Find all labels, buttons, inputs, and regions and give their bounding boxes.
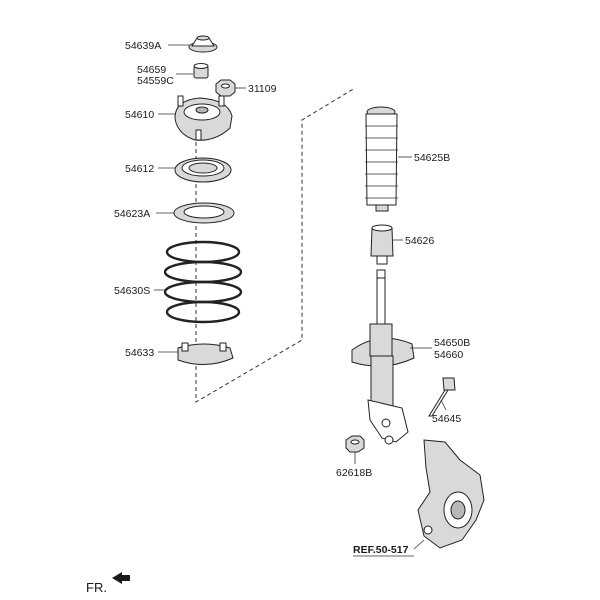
part-54625B-dust-boot bbox=[365, 106, 412, 212]
part-54630S-coil-spring bbox=[154, 240, 243, 324]
label-54612: 54612 bbox=[125, 163, 154, 175]
label-62618B: 62618B bbox=[336, 467, 372, 479]
label-54630S: 54630S bbox=[114, 285, 150, 297]
part-31109-nut bbox=[215, 79, 246, 97]
assembly-dashed-outline bbox=[195, 87, 356, 403]
part-54633-spring-seat bbox=[158, 342, 234, 365]
part-54659-nut bbox=[176, 63, 209, 79]
label-front: FR. bbox=[86, 580, 107, 595]
part-54626-bump-stopper bbox=[370, 224, 403, 265]
label-54633: 54633 bbox=[125, 347, 154, 359]
label-54639A: 54639A bbox=[125, 40, 161, 52]
label-54623A: 54623A bbox=[114, 208, 150, 220]
label-54660: 54660 bbox=[434, 349, 463, 361]
label-54610: 54610 bbox=[125, 109, 154, 121]
label-54559C: 54559C bbox=[137, 75, 174, 87]
label-54659: 54659 bbox=[137, 64, 166, 76]
part-62618B-nut bbox=[345, 435, 365, 464]
label-ref-50-517: REF.50-517 bbox=[353, 544, 409, 556]
steering-knuckle bbox=[413, 439, 485, 550]
front-arrow-icon bbox=[112, 572, 130, 584]
part-54612-bearing bbox=[158, 157, 232, 183]
part-54650B-strut bbox=[351, 269, 432, 445]
label-54625B: 54625B bbox=[414, 152, 450, 164]
part-54639A-cap bbox=[168, 35, 218, 53]
part-54623A-spring-pad bbox=[156, 202, 235, 224]
label-54645: 54645 bbox=[432, 413, 461, 425]
label-54650B: 54650B bbox=[434, 337, 470, 349]
label-54626: 54626 bbox=[405, 235, 434, 247]
part-54610-strut-mount bbox=[158, 95, 233, 141]
label-31109: 31109 bbox=[248, 83, 277, 95]
part-54645-bolt bbox=[428, 377, 456, 417]
